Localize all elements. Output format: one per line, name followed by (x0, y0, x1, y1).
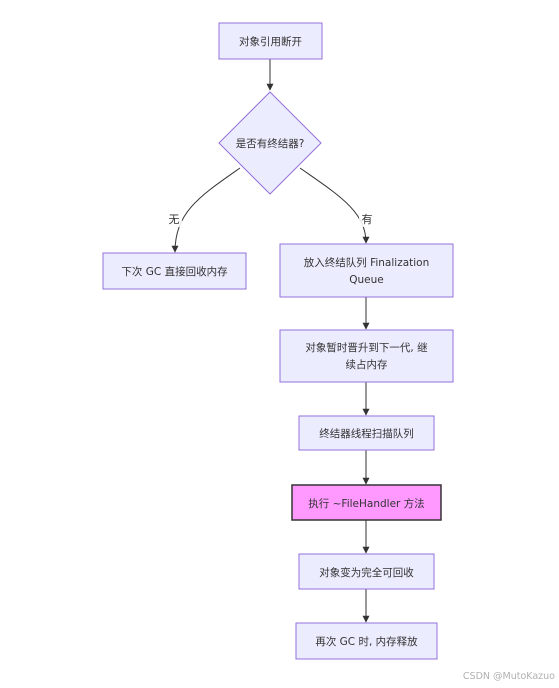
node-next-gc-release: 再次 GC 时, 内存释放 (295, 622, 438, 660)
edge-decision-to-no-finalizer (171, 167, 241, 253)
node-enqueue-label-line2: Queue (349, 274, 384, 286)
node-no-finalizer-label: 下次 GC 直接回收内存 (121, 265, 228, 278)
node-execute-finalizer: 执行 ~FileHandler 方法 (291, 484, 442, 521)
node-collectible: 对象变为完全可回收 (298, 553, 435, 590)
node-thread-scan: 终结器线程扫描队列 (298, 415, 435, 451)
edge-label-no-text: 无 (169, 213, 180, 226)
node-enqueue: 放入终结队列 Finalization Queue (279, 243, 454, 298)
node-next-gc-release-label: 再次 GC 时, 内存释放 (315, 635, 418, 648)
node-collectible-label: 对象变为完全可回收 (319, 566, 414, 579)
node-start-label: 对象引用断开 (239, 35, 302, 48)
node-execute-finalizer-label: 执行 ~FileHandler 方法 (308, 497, 424, 510)
node-promote-label-line2: 续占内存 (346, 358, 388, 371)
node-thread-scan-label: 终结器线程扫描队列 (319, 427, 414, 440)
edge-decision-to-enqueue (299, 167, 370, 244)
node-enqueue-label-line1: 放入终结队列 Finalization (304, 256, 430, 269)
node-promote: 对象暂时晋升到下一代, 继 续占内存 (279, 329, 454, 383)
node-decision: 是否有终结器? (218, 91, 322, 195)
node-start: 对象引用断开 (218, 22, 323, 60)
node-no-finalizer: 下次 GC 直接回收内存 (102, 252, 247, 290)
edge-label-yes: 有 (359, 211, 375, 227)
node-decision-label: 是否有终结器? (236, 137, 305, 150)
node-promote-label-line1: 对象暂时晋升到下一代, 继 (305, 341, 427, 354)
watermark: CSDN @MutoKazuo (462, 671, 555, 682)
edge-label-yes-text: 有 (362, 212, 373, 226)
edges (171, 59, 370, 623)
edge-label-no: 无 (166, 211, 182, 227)
